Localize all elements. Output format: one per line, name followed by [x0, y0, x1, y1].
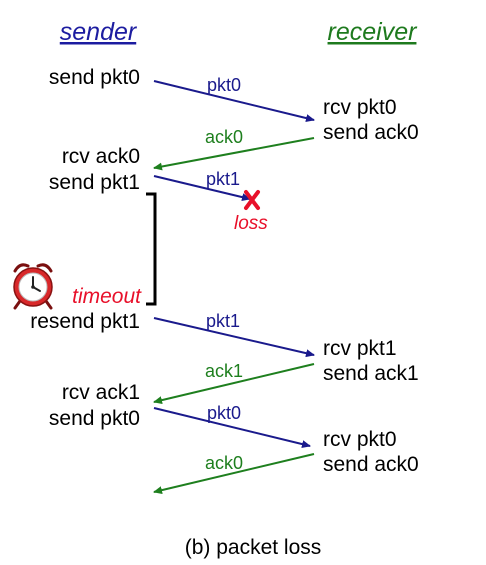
packet-arrow-pkt1-lost	[153, 175, 251, 202]
sender-event-rcv-ack0: rcv ack0	[62, 145, 140, 168]
receiver-event-rcv-pkt0: rcv pkt0	[323, 96, 397, 119]
ack-arrow-ack0	[153, 137, 315, 171]
alarm-clock-icon	[13, 263, 53, 310]
timeout-interval-bracket	[146, 192, 157, 306]
x-mark-icon	[244, 190, 260, 210]
timeout-label: timeout	[72, 285, 142, 308]
message-label-pkt1: pkt1	[206, 169, 240, 189]
message-label-ack1: ack1	[205, 361, 243, 381]
sender-event-resend-pkt1: resend pkt1	[30, 310, 140, 333]
receiver-event-rcv-pkt0-2: rcv pkt0	[323, 428, 397, 451]
sender-event-send-pkt0: send pkt0	[49, 66, 140, 89]
receiver-header: receiver	[328, 18, 419, 46]
sender-header: sender	[60, 18, 138, 46]
receiver-event-rcv-pkt1: rcv pkt1	[323, 337, 397, 360]
message-label-pkt0-2: pkt0	[207, 403, 241, 423]
message-label-pkt0: pkt0	[207, 75, 241, 95]
message-label-pkt1-resend: pkt1	[206, 311, 240, 331]
figure-caption: (b) packet loss	[185, 536, 322, 559]
packet-arrow-pkt0	[153, 80, 315, 122]
sender-event-send-pkt0-2: send pkt0	[49, 407, 140, 430]
receiver-event-send-ack0-2: send ack0	[323, 453, 419, 476]
packet-arrow-pkt1-resend	[153, 317, 315, 358]
ack-arrow-ack0-2	[153, 453, 315, 495]
receiver-event-send-ack0: send ack0	[323, 121, 419, 144]
packet-arrow-pkt0-2	[153, 407, 311, 448]
ack-arrow-ack1	[153, 363, 315, 405]
sender-event-send-pkt1: send pkt1	[49, 171, 140, 194]
message-label-ack0: ack0	[205, 127, 243, 147]
loss-label: loss	[234, 213, 268, 234]
receiver-event-send-ack1: send ack1	[323, 362, 419, 385]
message-label-ack0-2: ack0	[205, 453, 243, 473]
sender-event-rcv-ack1: rcv ack1	[62, 381, 140, 404]
